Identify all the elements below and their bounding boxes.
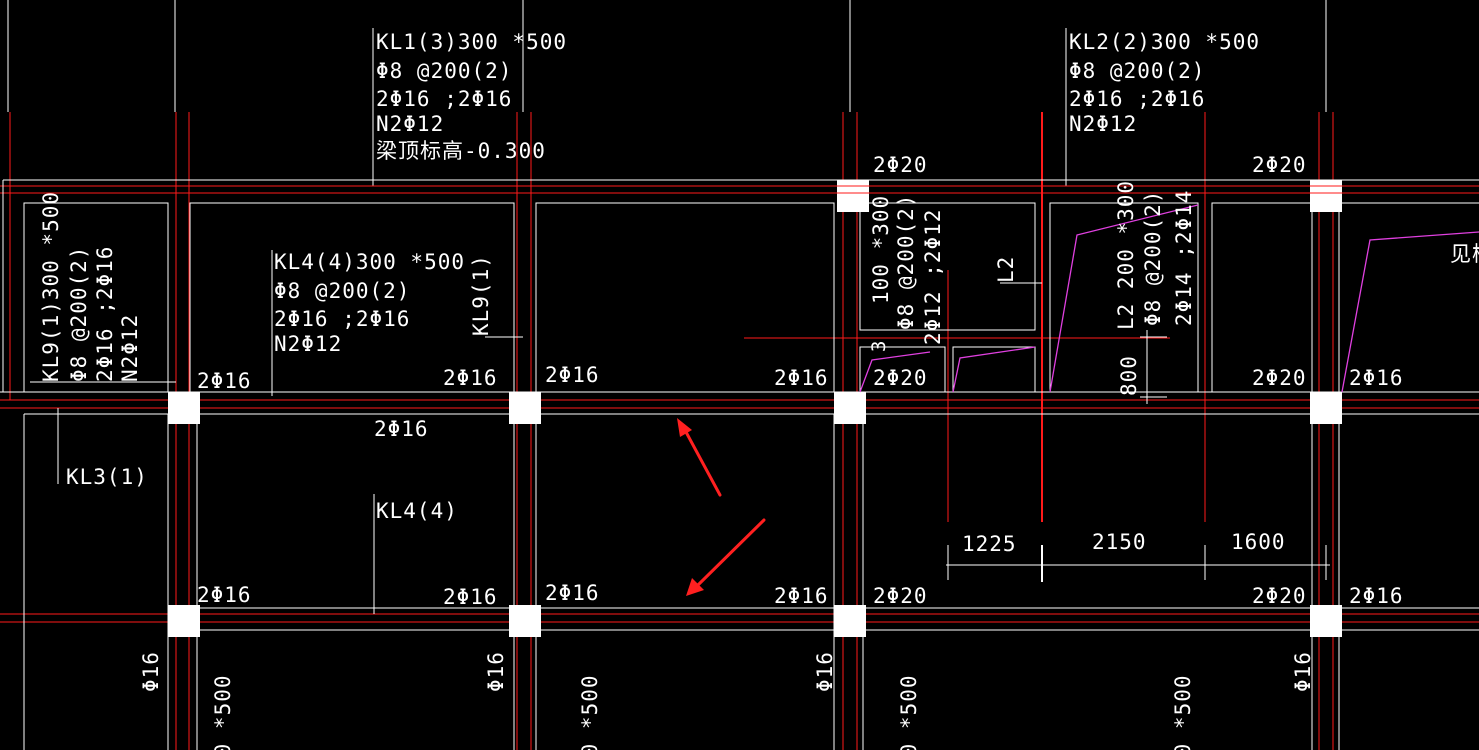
rebar-label: 2Φ20 (873, 153, 928, 177)
kl2-line-2: Φ8 @200(2) (1069, 59, 1205, 83)
kl9-line-3: 2Φ16 ;2Φ16 (93, 246, 117, 382)
dimension-value: 1600 (1231, 530, 1286, 554)
kl4-short-label: KL4(4) (376, 499, 458, 523)
rebar-label: 2Φ16 (374, 417, 429, 441)
kl4-line-2: Φ8 @200(2) (274, 279, 410, 303)
beam-outlines (0, 179, 1479, 750)
dim-800-label: 800 (1117, 355, 1141, 396)
beam-100-label: 100 *300 (869, 195, 893, 304)
kl4-line-1: KL4(4)300 *500 (274, 250, 465, 274)
column (1310, 180, 1342, 212)
rebar-label: 2Φ16 (1349, 584, 1404, 608)
beam-label-partial: 00 *500 (1171, 674, 1195, 750)
kl2-line-1: KL2(2)300 *500 (1069, 30, 1260, 54)
rebar-label: 2Φ16 (443, 366, 498, 390)
kl9-line-1: KL9(1)300 *500 (39, 191, 63, 382)
column (834, 392, 866, 424)
arrow-up-left (684, 430, 722, 497)
axis-grid-lines (0, 112, 1479, 750)
column (168, 605, 200, 637)
dimension-line (946, 545, 1330, 582)
rebar-label: Φ16 (139, 651, 163, 692)
rebar-label: 2Φ16 (774, 584, 829, 608)
kl1-line-5: 梁顶标高-0.300 (376, 139, 546, 163)
rebar-label: Φ16 (484, 651, 508, 692)
l2-bars-label: 2Φ14 ;2Φ14 (1172, 190, 1196, 326)
beam-label-partial: 00 *500 (897, 674, 921, 750)
annotation-arrows (677, 418, 766, 596)
label-leaders (57, 250, 1167, 614)
rebar-label: 2Φ20 (1252, 153, 1307, 177)
column (834, 605, 866, 637)
beam-100-stirrup-label: Φ8 @200(2) (894, 194, 918, 330)
kl2-line-3: 2Φ16 ;2Φ16 (1069, 87, 1205, 111)
kl2-annotation[interactable]: KL2(2)300 *500 Φ8 @200(2) 2Φ16 ;2Φ16 N2Φ… (1069, 30, 1260, 136)
rebar-label: 2Φ16 (197, 583, 252, 607)
columns (168, 180, 1342, 637)
rebar-label: 2Φ16 (1349, 366, 1404, 390)
kl2-line-4: N2Φ12 (1069, 112, 1137, 136)
misc-labels[interactable]: KL9(1) KL3(1) KL4(4) L2 L2 200 *300 Φ8 @… (66, 180, 1479, 523)
column (509, 392, 541, 424)
bottom-beam-labels[interactable]: 00 *500 00 *500 00 *500 00 *500 (211, 674, 1195, 750)
kl1-annotation[interactable]: KL1(3)300 *500 Φ8 @200(2) 2Φ16 ;2Φ16 N2Φ… (376, 30, 567, 163)
rebar-label: 2Φ20 (873, 366, 928, 390)
rebar-label: 2Φ20 (873, 584, 928, 608)
column (1310, 392, 1342, 424)
kl1-line-1: KL1(3)300 *500 (376, 30, 567, 54)
kl9-annotation[interactable]: KL9(1)300 *500 Φ8 @200(2) 2Φ16 ;2Φ16 N2Φ… (39, 191, 142, 382)
top-leaders (7, 0, 1327, 186)
l2-vertical-label: L2 200 *300 (1114, 180, 1138, 330)
rebar-label: Φ16 (1291, 651, 1315, 692)
kl1-line-3: 2Φ16 ;2Φ16 (376, 87, 512, 111)
number-3-label: 3 (868, 340, 890, 352)
kl9-line-2: Φ8 @200(2) (67, 246, 91, 382)
rebar-label: 2Φ20 (1252, 366, 1307, 390)
rebar-label: 2Φ16 (545, 363, 600, 387)
rebar-label: 2Φ16 (197, 369, 252, 393)
column (168, 392, 200, 424)
arrow-down-left (696, 518, 766, 587)
kl1-line-2: Φ8 @200(2) (376, 59, 512, 83)
dimension-labels[interactable]: 1225 2150 1600 (962, 530, 1286, 556)
rebar-label: 2Φ20 (1252, 584, 1307, 608)
kl1-line-4: N2Φ12 (376, 112, 444, 136)
l2-short-label: L2 (994, 256, 1018, 283)
beam-100-bars-label: 2Φ12 ;2Φ12 (921, 209, 945, 345)
kl4-annotation[interactable]: KL4(4)300 *500 Φ8 @200(2) 2Φ16 ;2Φ16 N2Φ… (274, 250, 465, 356)
rebar-label: 2Φ16 (545, 581, 600, 605)
beam-label-partial: 00 *500 (578, 674, 602, 750)
l2-stirrup-label: Φ8 @200(2) (1141, 190, 1165, 326)
stair-lines (859, 204, 1479, 393)
kl9-line-4: N2Φ12 (118, 314, 142, 382)
see-stairs-label: 见楼 (1450, 242, 1479, 266)
rebar-labels[interactable]: 2Φ20 2Φ20 2Φ16 2Φ16 2Φ16 2Φ16 2Φ20 2Φ20 … (139, 153, 1404, 692)
kl9-short-label: KL9(1) (469, 254, 493, 336)
column-crosshairs (837, 185, 1342, 194)
kl4-line-3: 2Φ16 ;2Φ16 (274, 307, 410, 331)
dimension-value: 1225 (962, 532, 1017, 556)
column (509, 605, 541, 637)
kl4-line-4: N2Φ12 (274, 332, 342, 356)
dimension-value: 2150 (1092, 530, 1147, 554)
column (837, 180, 869, 212)
rebar-label: 2Φ16 (774, 366, 829, 390)
rebar-label: Φ16 (813, 651, 837, 692)
beam-label-partial: 00 *500 (211, 674, 235, 750)
column (1310, 605, 1342, 637)
rebar-label: 2Φ16 (443, 585, 498, 609)
kl3-label: KL3(1) (66, 465, 148, 489)
